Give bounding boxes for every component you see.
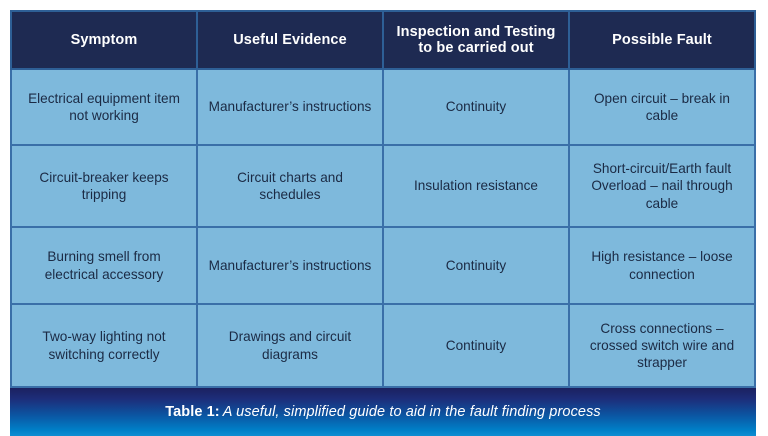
table-caption-description: A useful, simplified guide to aid in the… (222, 404, 601, 420)
table-header: Symptom Useful Evidence Inspection and T… (10, 10, 756, 70)
table-caption: Table 1:A useful, simplified guide to ai… (165, 404, 601, 420)
cell-inspection-and-testing: Continuity (382, 68, 570, 146)
cell-symptom: Electrical equipment item not working (10, 68, 198, 146)
cell-possible-fault: Cross connections – crossed switch wire … (568, 303, 756, 388)
fault-finding-table: Symptom Useful Evidence Inspection and T… (10, 10, 756, 388)
column-header-useful-evidence: Useful Evidence (196, 10, 384, 70)
cell-useful-evidence: Manufacturer’s instructions (196, 68, 384, 146)
cell-possible-fault: Short-circuit/Earth fault Overload – nai… (568, 144, 756, 228)
cell-symptom: Two-way lighting not switching correctly (10, 303, 198, 388)
table-row: Two-way lighting not switching correctly… (10, 303, 756, 388)
cell-inspection-and-testing: Continuity (382, 226, 570, 305)
table-caption-bar: Table 1:A useful, simplified guide to ai… (10, 388, 756, 436)
table-body: Electrical equipment item not working Ma… (10, 68, 756, 388)
cell-possible-fault: High resistance – loose connection (568, 226, 756, 305)
cell-symptom: Burning smell from electrical accessory (10, 226, 198, 305)
column-header-inspection-and-testing: Inspection and Testing to be carried out (382, 10, 570, 70)
cell-symptom: Circuit-breaker keeps tripping (10, 144, 198, 228)
column-header-symptom: Symptom (10, 10, 198, 70)
cell-inspection-and-testing: Continuity (382, 303, 570, 388)
cell-useful-evidence: Circuit charts and schedules (196, 144, 384, 228)
table-row: Burning smell from electrical accessory … (10, 226, 756, 305)
table-row: Circuit-breaker keeps tripping Circuit c… (10, 144, 756, 228)
column-header-possible-fault: Possible Fault (568, 10, 756, 70)
cell-inspection-and-testing: Insulation resistance (382, 144, 570, 228)
table-row: Electrical equipment item not working Ma… (10, 68, 756, 146)
cell-useful-evidence: Drawings and circuit diagrams (196, 303, 384, 388)
fault-finding-figure: Symptom Useful Evidence Inspection and T… (10, 10, 756, 436)
table-caption-label: Table 1: (165, 404, 220, 420)
cell-useful-evidence: Manufacturer’s instructions (196, 226, 384, 305)
cell-possible-fault: Open circuit – break in cable (568, 68, 756, 146)
table-header-row: Symptom Useful Evidence Inspection and T… (10, 10, 756, 70)
